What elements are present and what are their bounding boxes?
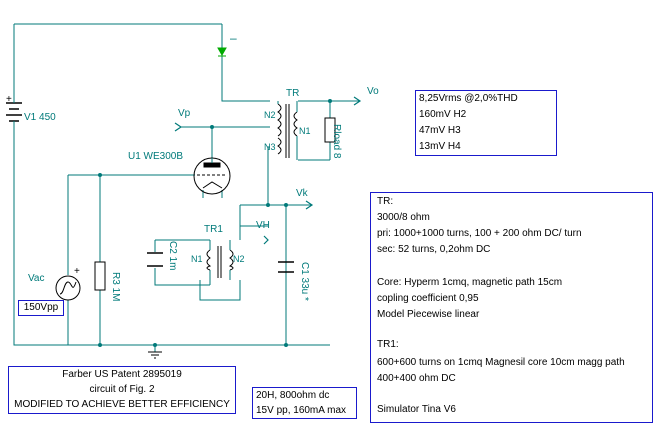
patent-line: Farber US Patent 2895019 xyxy=(62,369,182,380)
vk-arrow xyxy=(305,200,314,210)
junction-dots xyxy=(98,99,332,347)
transformer-tr xyxy=(277,101,298,160)
label-v1: V1 450 xyxy=(24,112,56,123)
note-line: TR1: xyxy=(377,339,399,350)
wire-n3 xyxy=(240,146,312,345)
label-tube: U1 WE300B xyxy=(128,151,184,162)
wire-grid xyxy=(67,174,195,345)
ground-symbol xyxy=(148,351,162,359)
note-line: 3000/8 ohm xyxy=(377,212,430,223)
tube-u1 xyxy=(193,157,231,195)
result-line: 160mV H2 xyxy=(419,109,467,120)
resistor-rload xyxy=(324,117,336,143)
label-vp: Vp xyxy=(178,108,191,119)
wire-tr1-right xyxy=(199,205,268,301)
label-tr-n3: N3 xyxy=(264,142,276,152)
wire-c2 xyxy=(154,239,211,286)
label-tr1-n1: N1 xyxy=(191,254,203,264)
patent-box: Farber US Patent 2895019 circuit of Fig.… xyxy=(8,366,236,414)
note-line: 400+400 ohm DC xyxy=(377,373,456,384)
label-vh: VH xyxy=(256,220,270,231)
label-diode-minus: – xyxy=(230,31,237,45)
label-tr1-n2: N2 xyxy=(233,254,245,264)
label-vo: Vo xyxy=(367,86,379,97)
note-line: Model Piecewise linear xyxy=(377,309,480,320)
label-vac: Vac xyxy=(28,273,45,284)
resistor-r3 xyxy=(94,261,106,291)
patent-line: circuit of Fig. 2 xyxy=(89,384,155,395)
result-line: 8,25Vrms @2,0%THD xyxy=(419,93,518,104)
diode-marker xyxy=(217,47,227,57)
capacitor-c2 xyxy=(147,252,163,267)
label-battery-plus: + xyxy=(6,94,12,105)
result-line: 13mV H4 xyxy=(419,141,461,152)
label-tr-n2: N2 xyxy=(264,110,276,120)
vh-arrow xyxy=(263,235,269,245)
vac-value: 150Vpp xyxy=(23,302,59,313)
vo-arrow xyxy=(353,96,362,106)
note-line: Core: Hyperm 1cmq, magnetic path 15cm xyxy=(377,277,563,288)
results-box: 8,25Vrms @2,0%THD 160mV H2 47mV H3 13mV … xyxy=(415,90,557,156)
patent-line: MODIFIED TO ACHIEVE BETTER EFFICIENCY xyxy=(14,399,230,410)
label-r3: R3 1M xyxy=(110,272,121,302)
wire-left-rail xyxy=(13,23,330,346)
note-line: sec: 52 turns, 0,2ohm DC xyxy=(377,244,491,255)
vac-source xyxy=(55,275,81,301)
label-tr1: TR1 xyxy=(204,224,223,235)
label-c2: C2 1m xyxy=(167,241,178,271)
node-arrows xyxy=(174,96,362,245)
note-line: pri: 1000+1000 turns, 100 + 200 ohm DC/ … xyxy=(377,228,582,239)
capacitor-c1 xyxy=(278,261,294,273)
label-tr-n1: N1 xyxy=(299,126,311,136)
vac-value-box: 150Vpp xyxy=(18,300,64,316)
transformer-tr1 xyxy=(206,240,234,280)
label-c1: C1 33u * xyxy=(299,262,310,301)
note-line: TR: xyxy=(377,196,394,207)
label-vac-plus: + xyxy=(74,266,80,277)
note-line: 600+600 turns on 1cmq Magnesil core 10cm… xyxy=(377,357,625,368)
result-line: 47mV H3 xyxy=(419,125,461,136)
choke-box: 20H, 800ohm dc 15V pp, 160mA max xyxy=(252,387,357,419)
wire-plate xyxy=(180,126,270,160)
choke-line: 15V pp, 160mA max xyxy=(256,405,347,416)
vp-arrow xyxy=(174,122,183,132)
label-tr: TR xyxy=(286,88,300,99)
note-line: Simulator Tina V6 xyxy=(377,404,456,415)
label-vk: Vk xyxy=(296,188,308,199)
choke-line: 20H, 800ohm dc xyxy=(256,390,330,401)
battery-v1 xyxy=(6,92,22,128)
note-line: copling coefficient 0,95 xyxy=(377,293,479,304)
notes-box: TR: 3000/8 ohm pri: 1000+1000 turns, 100… xyxy=(370,192,653,423)
label-rload: Rload 8 xyxy=(331,124,342,159)
